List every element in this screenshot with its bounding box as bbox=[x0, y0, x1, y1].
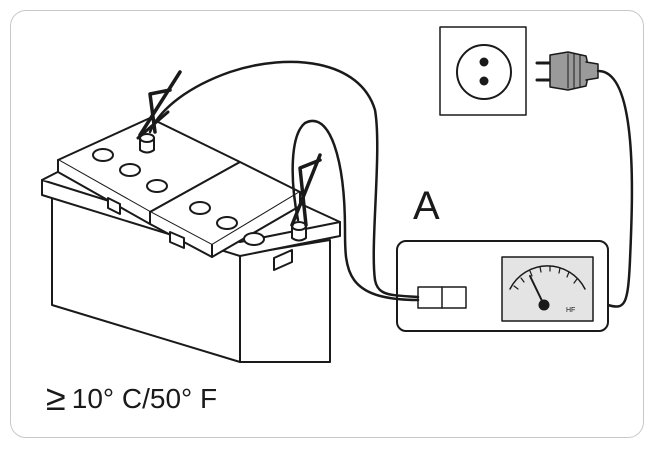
clamp-cable-right bbox=[290, 119, 420, 302]
power-plug bbox=[535, 51, 599, 91]
wall-socket bbox=[439, 26, 527, 116]
charger-label: A bbox=[413, 184, 440, 228]
temperature-text: 10° C/50° F bbox=[71, 383, 218, 414]
meter-label: HF bbox=[566, 307, 575, 314]
power-cord bbox=[596, 69, 634, 308]
clamp-cable-left bbox=[136, 60, 420, 299]
car-battery bbox=[41, 117, 341, 363]
charger bbox=[396, 240, 609, 332]
greater-equal-symbol: ≥ bbox=[46, 377, 66, 418]
figure-frame bbox=[10, 10, 644, 438]
temperature-condition: ≥10° C/50° F bbox=[46, 378, 218, 416]
